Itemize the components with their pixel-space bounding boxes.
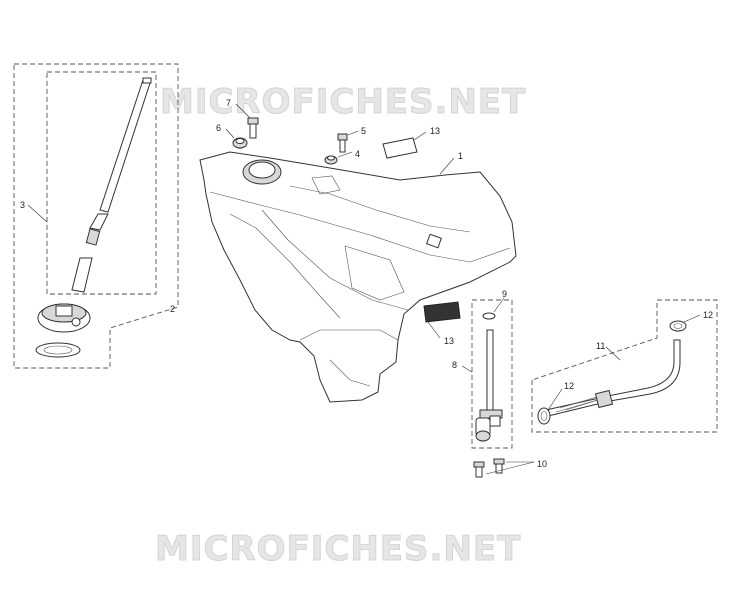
callout-1: 1: [458, 151, 463, 161]
callout-3: 3: [20, 200, 25, 210]
warning-label-top: [382, 137, 418, 159]
bolt-7: [247, 117, 259, 139]
bolt-5: [337, 133, 348, 153]
callout-12-upper: 12: [703, 310, 713, 320]
warning-label-bottom: [423, 301, 461, 323]
hose-clamp-12-lower: [537, 407, 551, 425]
callout-12-lower: 12: [564, 381, 574, 391]
petcock-assembly: [475, 312, 503, 442]
grommet-4: [324, 155, 338, 165]
pickup-tube: [71, 77, 152, 293]
group-3-enclosure: [46, 71, 157, 295]
fuel-tank: [199, 151, 517, 403]
callout-5: 5: [361, 126, 366, 136]
fuel-hose: [545, 339, 681, 417]
callout-2: 2: [170, 304, 175, 314]
callout-13-bottom: 13: [444, 336, 454, 346]
callout-7: 7: [226, 98, 231, 108]
petcock-enclosure: [471, 299, 513, 449]
watermark-bottom: MICROFICHES.NET: [155, 529, 521, 569]
hose-enclosure: [531, 299, 718, 433]
watermark-top: MICROFICHES.NET: [160, 82, 526, 122]
callout-11: 11: [596, 341, 605, 351]
pump-gasket: [35, 342, 81, 358]
callout-8: 8: [452, 360, 457, 370]
callout-10: 10: [537, 459, 547, 469]
callout-9: 9: [502, 289, 507, 299]
grommet-6: [232, 137, 248, 149]
screw-10-right: [493, 458, 505, 474]
callout-6: 6: [216, 123, 221, 133]
callout-13-top: 13: [430, 126, 440, 136]
fuel-pump-assembly: [37, 303, 91, 333]
screw-10-left: [473, 461, 485, 478]
hose-clamp-12-upper: [669, 320, 687, 332]
callout-4: 4: [355, 149, 360, 159]
group-2-enclosure: [13, 63, 179, 369]
